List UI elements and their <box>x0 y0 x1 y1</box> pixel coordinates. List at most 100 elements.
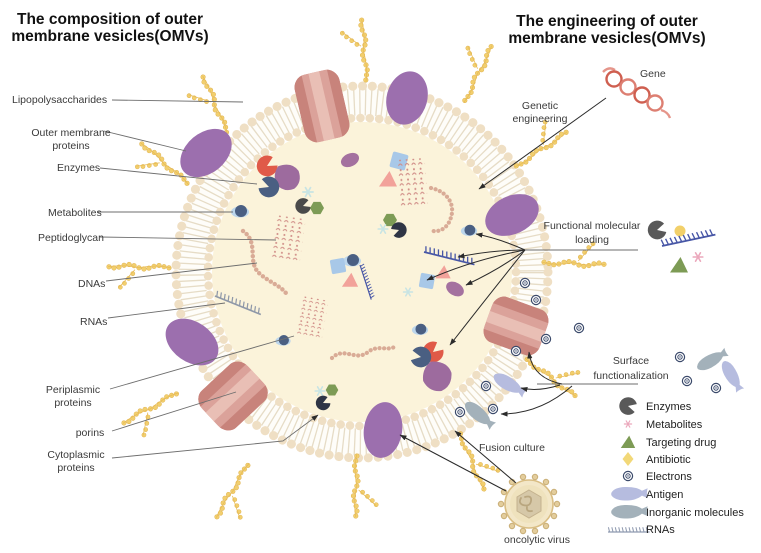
enzyme-dark-icon <box>645 218 668 242</box>
electron-icon <box>674 351 686 363</box>
lps-chain-icon <box>349 453 381 520</box>
leader-cytoplasmic-proteins <box>111 414 319 459</box>
electron-icon <box>487 403 499 415</box>
antigen-icon <box>718 358 746 394</box>
text-layer: The composition of outer membrane vesicl… <box>11 11 705 546</box>
gene-helix-icon <box>602 67 672 119</box>
fusion-arrow <box>454 430 517 484</box>
rna-comb-icon <box>659 227 717 247</box>
electron-icon <box>681 375 693 387</box>
legend-metabolites-icon <box>623 420 633 428</box>
loading-cargo-cluster <box>645 218 717 273</box>
label-cytoplasmic-proteins-1: Cytoplasmic <box>47 449 104 461</box>
leader-periplasmic-proteins <box>109 335 295 390</box>
engineering-arrows <box>399 97 638 492</box>
label-fusion-culture: Fusion culture <box>479 442 545 454</box>
label-outer-membrane-proteins-1: Outer membrane <box>31 127 111 139</box>
label-dnas: DNAs <box>78 278 105 290</box>
inner-bead-ring <box>203 113 521 431</box>
legend-antigen-icon <box>611 486 648 501</box>
targeting-drug-icon <box>670 257 688 273</box>
legend-antibiotic-icon <box>622 452 634 466</box>
legend-inorganic-icon <box>611 504 648 519</box>
legend-label-targeting-drug: Targeting drug <box>646 437 716 449</box>
label-functional-loading-1: Functional molecular <box>544 220 641 232</box>
legend-label-metabolites: Metabolites <box>646 419 703 431</box>
label-surface-functionalization-2: functionalization <box>593 370 668 382</box>
loading-arrow <box>457 249 526 259</box>
genetic-engineering-arrow <box>478 97 607 190</box>
outer-bead-ring <box>171 81 553 463</box>
legend-label-electrons: Electrons <box>646 471 692 483</box>
loading-arrow <box>449 249 526 346</box>
label-outer-membrane-proteins-2: proteins <box>52 140 89 152</box>
electron-icon <box>480 380 492 392</box>
leader-peptidoglycan <box>99 236 277 241</box>
legend-targeting-drug-icon <box>620 435 636 448</box>
lps-chain-icon <box>442 34 498 105</box>
leader-lipopolysaccharides <box>111 99 244 103</box>
cargo-square-icon <box>329 257 347 275</box>
leader-enzymes <box>99 167 258 185</box>
dna-chain-icon <box>428 185 455 234</box>
leader-porins <box>111 391 237 432</box>
loading-arrow <box>426 249 526 281</box>
electron-icon <box>573 322 585 334</box>
label-surface-functionalization-1: Surface <box>613 355 649 367</box>
legend-label-antigen: Antigen <box>646 489 683 501</box>
right-title-line2: membrane vesicles(OMVs) <box>508 30 705 47</box>
label-enzymes: Enzymes <box>57 162 100 174</box>
label-rnas: RNAs <box>80 316 107 328</box>
surface-arrow <box>520 384 561 393</box>
lps-chain-icon <box>210 460 270 531</box>
electron-icon <box>454 406 466 418</box>
peptidoglycan-icon <box>270 215 306 261</box>
oncolytic-virus-icon <box>497 473 561 535</box>
electron-icon <box>540 333 552 345</box>
loading-arrow <box>465 249 526 286</box>
legend-label-enzymes: Enzymes <box>646 401 692 413</box>
antibiotic-icon <box>674 225 686 237</box>
leader-outer-membrane-proteins <box>103 130 187 152</box>
fusion-arrow <box>399 434 507 492</box>
label-porins: porins <box>76 427 105 439</box>
left-title-line2: membrane vesicles(OMVs) <box>11 28 208 45</box>
lps-chain-icon <box>105 260 172 292</box>
legend-rnas-icon <box>607 526 651 533</box>
dna-chain-icon <box>240 228 291 299</box>
label-metabolites: Metabolites <box>48 207 102 219</box>
electron-icon <box>530 294 542 306</box>
right-title-line1: The engineering of outer <box>516 13 698 30</box>
label-peptidoglycan: Peptidoglycan <box>38 232 104 244</box>
lps-chain-icon <box>455 422 506 494</box>
label-lipopolysaccharides: Lipopolysaccharides <box>12 94 107 106</box>
label-functional-loading-2: loading <box>575 234 609 246</box>
label-genetic-engineering-1: Genetic <box>522 100 558 112</box>
peptidoglycan-icon <box>396 157 428 207</box>
lps-chain-icon <box>124 138 193 203</box>
label-periplasmic-proteins-2: proteins <box>54 397 91 409</box>
lipid-tails-ring <box>178 88 546 456</box>
label-gene: Gene <box>640 68 666 80</box>
metabolite-pink-icon <box>692 252 704 262</box>
leader-dnas <box>105 262 258 282</box>
label-cytoplasmic-proteins-2: proteins <box>57 462 94 474</box>
loading-arrow <box>475 232 526 251</box>
surface-arrow <box>527 351 563 385</box>
cargo-square-icon <box>418 272 436 290</box>
leader-lines <box>98 99 319 459</box>
dna-chain-icon <box>329 343 399 361</box>
left-title-line1: The composition of outer <box>17 11 203 28</box>
lps-chain-icon <box>339 17 371 84</box>
legend-label-inorganic: Inorganic molecules <box>646 507 744 519</box>
lps-chain-icon <box>119 388 190 444</box>
legend-electrons-icon <box>622 470 634 482</box>
electron-icon <box>510 345 522 357</box>
label-genetic-engineering-2: engineering <box>513 113 568 125</box>
legend: Enzymes Metabolites Targeting drug Antib… <box>607 395 744 536</box>
leader-rnas <box>107 302 226 319</box>
legend-label-antibiotic: Antibiotic <box>646 454 691 466</box>
legend-label-rnas: RNAs <box>646 524 675 536</box>
